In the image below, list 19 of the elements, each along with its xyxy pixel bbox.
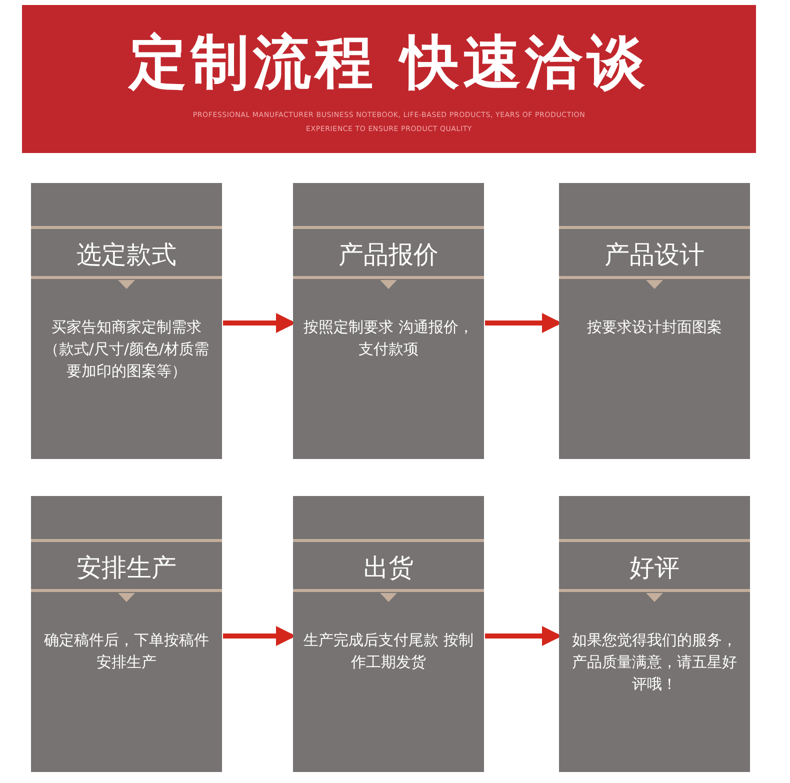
banner-title: 定制流程 快速洽谈 <box>126 27 650 97</box>
step-card <box>31 183 222 459</box>
step-heading: 选定款式 <box>76 239 178 271</box>
step-heading: 出货 <box>362 552 414 584</box>
step-heading: 产品设计 <box>604 239 706 271</box>
step-card <box>559 183 750 459</box>
step-description: 按照定制要求 沟通报价，支付款项 <box>302 317 474 360</box>
step-heading: 好评 <box>628 552 680 584</box>
step-heading: 安排生产 <box>76 552 178 584</box>
step-card <box>293 183 484 459</box>
step-card <box>293 496 484 772</box>
step-description: 买家告知商家定制需求（款式/尺寸/颜色/材质需要加印的图案等） <box>42 317 210 382</box>
step-description: 确定稿件后，下单按稿件安排生产 <box>43 630 210 673</box>
step-description: 生产完成后支付尾款 按制作工期发货 <box>302 630 474 673</box>
step-card <box>31 496 222 772</box>
step-card <box>559 496 750 772</box>
step-description: 按要求设计封面图案 <box>586 317 723 338</box>
step-heading: 产品报价 <box>338 239 440 271</box>
step-description: 如果您觉得我们的服务，产品质量满意，请五星好评哦！ <box>571 630 738 695</box>
